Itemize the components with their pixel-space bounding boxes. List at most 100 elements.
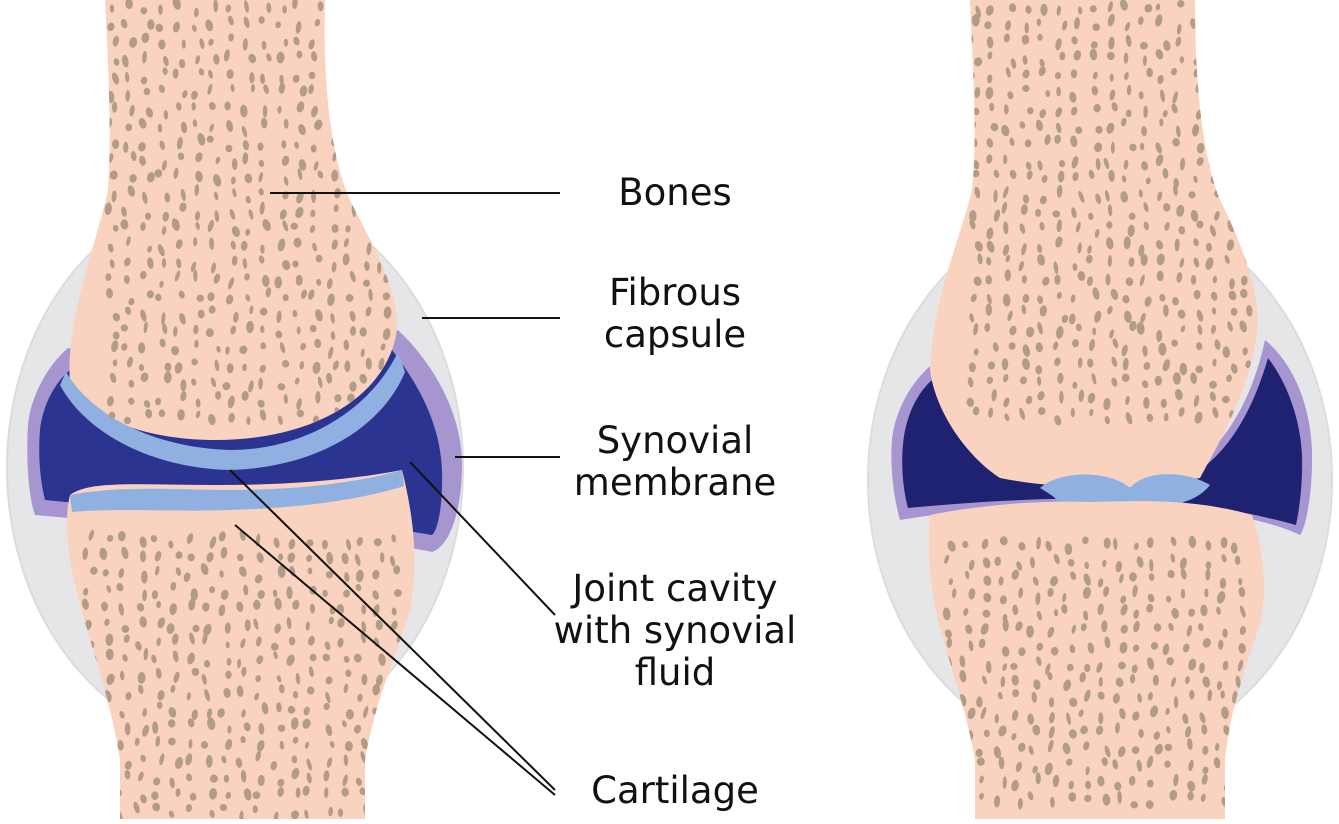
bone-pore bbox=[384, 74, 393, 83]
bone-pore bbox=[362, 35, 367, 46]
bone-pore bbox=[1212, 67, 1218, 77]
bone-pore bbox=[1221, 156, 1230, 167]
bone-pore bbox=[392, 671, 400, 682]
bone-pore bbox=[224, 101, 230, 110]
bone-pore bbox=[381, 225, 390, 236]
bone-pore bbox=[84, 776, 93, 789]
bone-pore bbox=[1153, 675, 1159, 686]
bone-pore bbox=[1244, 207, 1251, 220]
bone-pore bbox=[1229, 4, 1235, 13]
bone-pore bbox=[367, 6, 376, 18]
bone-pore bbox=[364, 18, 370, 31]
bone-pore bbox=[88, 739, 95, 747]
bone-pore bbox=[1240, 122, 1248, 133]
label-cartilage-text: Cartilage bbox=[591, 769, 759, 812]
bone-pore bbox=[962, 742, 971, 752]
bone-pore bbox=[396, 703, 403, 714]
label-bones-text: Bones bbox=[618, 171, 732, 214]
bone-pore bbox=[1241, 139, 1248, 147]
bone-pore bbox=[87, 755, 95, 764]
bone-pore bbox=[1212, 136, 1221, 146]
bone-pore bbox=[1161, 399, 1167, 408]
label-joint-cavity-line-3: fluid bbox=[554, 652, 797, 694]
bone-pore bbox=[379, 23, 389, 34]
bone-pore bbox=[371, 793, 380, 805]
bone-pore bbox=[1225, 203, 1232, 211]
bone-pore bbox=[99, 723, 105, 735]
bone-pore bbox=[81, 685, 89, 695]
bone-pore bbox=[949, 758, 955, 766]
bone-pore bbox=[381, 123, 391, 136]
bone-pore bbox=[333, 3, 340, 13]
bone-pore bbox=[1214, 22, 1223, 33]
bone-pore bbox=[946, 729, 956, 742]
bone-pore bbox=[1246, 104, 1252, 112]
damaged-joint bbox=[868, 0, 1332, 819]
bone-pore bbox=[379, 772, 388, 785]
bone-pore bbox=[325, 36, 333, 46]
bone-pore bbox=[1236, 705, 1245, 718]
bone-pore bbox=[375, 810, 380, 818]
bone-pore bbox=[1197, 37, 1201, 45]
label-fibrous-capsule: Fibrous capsule bbox=[604, 272, 746, 356]
bone-pore bbox=[1191, 275, 1196, 285]
bone-pore bbox=[1155, 376, 1162, 386]
bone-pore bbox=[377, 37, 386, 50]
bone-pore bbox=[1235, 798, 1241, 808]
bone-pore bbox=[1247, 6, 1253, 19]
bone-pore bbox=[367, 139, 375, 152]
bone-pore bbox=[393, 722, 402, 735]
bone-pore bbox=[1231, 142, 1237, 152]
bone-pore bbox=[389, 743, 398, 755]
bone-pore bbox=[344, 360, 350, 372]
bone-pore bbox=[1206, 561, 1212, 569]
bone-pore bbox=[959, 793, 968, 801]
bone-pore bbox=[1098, 712, 1103, 724]
bone-pore bbox=[1231, 39, 1239, 49]
label-synovial-membrane-line-2: membrane bbox=[574, 462, 776, 504]
upper-bone-shape bbox=[69, 0, 397, 440]
bone-pore bbox=[358, 51, 367, 63]
bone-pore bbox=[1207, 108, 1214, 119]
bone-pore bbox=[99, 707, 110, 719]
bone-pore bbox=[349, 190, 357, 199]
bone-pore bbox=[327, 65, 334, 77]
bone-pore bbox=[1084, 664, 1090, 672]
bone-pore bbox=[1221, 55, 1230, 66]
bone-pore bbox=[381, 135, 388, 148]
bone-pore bbox=[245, 619, 251, 631]
label-cartilage: Cartilage bbox=[591, 770, 759, 812]
bone-pore bbox=[346, 153, 356, 163]
bone-pore bbox=[194, 340, 199, 348]
bone-pore bbox=[1206, 90, 1214, 101]
bone-pore bbox=[384, 49, 392, 62]
bone-pore bbox=[1181, 589, 1185, 599]
bone-pore bbox=[380, 552, 384, 563]
bone-pore bbox=[1036, 772, 1041, 784]
label-synovial-membrane-line-1: Synovial bbox=[574, 420, 776, 462]
bone-pore bbox=[395, 789, 404, 799]
label-joint-cavity: Joint cavity with synovial fluid bbox=[554, 568, 797, 694]
bone-pore bbox=[329, 89, 339, 103]
bone-pore bbox=[1221, 192, 1230, 201]
bone-pore bbox=[390, 773, 397, 782]
bone-pore bbox=[379, 721, 385, 733]
bone-pore bbox=[1210, 7, 1215, 16]
bone-pore bbox=[345, 122, 351, 134]
bone-pore bbox=[141, 7, 148, 14]
bone-pore bbox=[341, 70, 350, 82]
bone-pore bbox=[330, 56, 338, 65]
bone-pore bbox=[942, 744, 952, 755]
bone-pore bbox=[959, 761, 968, 775]
bone-pore bbox=[1059, 391, 1063, 404]
bone-pore bbox=[1228, 173, 1237, 186]
label-fibrous-capsule-line-2: capsule bbox=[604, 314, 746, 356]
bone-pore bbox=[378, 193, 385, 203]
bone-pore bbox=[1242, 72, 1250, 85]
bone-pore bbox=[369, 101, 375, 113]
bone-pore bbox=[1071, 408, 1075, 418]
bone-pore bbox=[367, 208, 372, 217]
bone-pore bbox=[155, 294, 161, 301]
bone-pore bbox=[1229, 17, 1237, 27]
